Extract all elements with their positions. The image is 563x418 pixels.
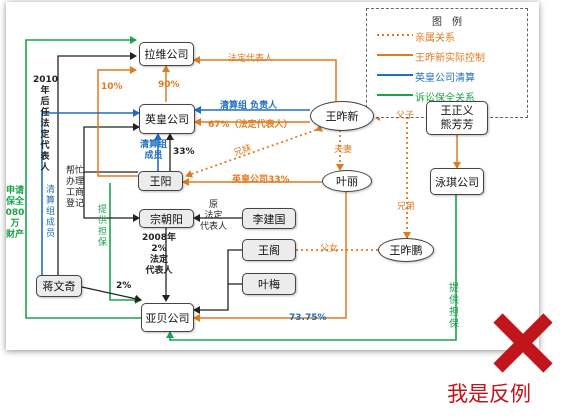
label-pct-10: 10% xyxy=(101,82,123,92)
edge-black-wangyang-yinghuang-left xyxy=(83,123,140,173)
label-liquidation-head: 清算组 负责人 xyxy=(220,101,278,111)
edge-green-preserve-left xyxy=(25,36,178,319)
node-zongshuoyang: 宗朝阳 xyxy=(139,209,194,228)
node-wangzhengyi-xiongfangfang: 王正义 熊芳芳 xyxy=(426,101,488,135)
label-pct-90: 90% xyxy=(158,80,180,90)
edge-orange-yeli-yabei xyxy=(193,192,347,322)
node-lijianguo: 李建国 xyxy=(242,208,296,229)
legend-item-liquidation: 英皇公司清算 xyxy=(415,73,475,84)
red-x-mark-icon xyxy=(493,313,553,373)
counter-example-label: 我是反例 xyxy=(447,382,531,406)
legend-item-kinship: 亲属关系 xyxy=(415,33,455,44)
node-yinghuang: 英皇公司 xyxy=(139,104,195,134)
node-yabei: 亚贝公司 xyxy=(141,303,194,332)
node-yeli: 叶丽 xyxy=(322,170,372,192)
label-liquidation-member-vertical: 清 算 组 成 员 xyxy=(46,185,56,239)
node-jiangwenqi: 蒋文奇 xyxy=(36,275,82,297)
edge-green-yongqi-yabei xyxy=(166,195,457,341)
edge-black-help-register xyxy=(83,172,140,222)
edge-black-wangge-yabei xyxy=(193,249,242,314)
edge-green-wangyang-yabei xyxy=(109,183,142,304)
legend-title: 图 例 xyxy=(432,17,462,28)
label-father-daughter: 父女 xyxy=(320,244,339,254)
edge-black-jiang-lawei xyxy=(57,52,137,275)
label-pct-67: 67%（法定代表人） xyxy=(208,120,293,130)
legend-swatches xyxy=(377,34,413,96)
edge-orange-wy-lawei xyxy=(97,66,138,177)
label-father-son: 父子 xyxy=(396,111,415,121)
label-pct-33: 33% xyxy=(173,147,195,157)
node-wangzuoxin: 王昨新 xyxy=(310,101,374,131)
edge-orange-wzx-lawei xyxy=(193,56,337,103)
node-yemei: 叶梅 xyxy=(242,273,296,295)
label-legal-rep-lawei: 法定代表人 xyxy=(228,54,274,64)
legend: 图 例 亲属关系 王昨新实际控制 英皇公司清算 诉讼保全关系 xyxy=(366,8,528,118)
label-legal-2008: 2008年 2% 法定 代表人 xyxy=(142,233,177,276)
node-wangge: 王阁 xyxy=(242,239,296,261)
label-help-register: 帮忙 办理 工商 登记 xyxy=(66,166,85,209)
label-liquidation-member: 清算组 成员 xyxy=(140,140,168,161)
label-pct-2: 2% xyxy=(116,281,132,291)
edge-black-jiang-yabei xyxy=(81,286,142,303)
label-brothers: 兄弟 xyxy=(397,202,416,212)
node-yongqi: 泳琪公司 xyxy=(430,168,484,195)
label-couple: 夫妻 xyxy=(334,145,353,155)
legend-item-control: 王昨新实际控制 xyxy=(415,53,485,64)
label-guarantee-right: 提 供 担 保 xyxy=(449,283,459,330)
label-guarantee-left: 提 供 担 保 xyxy=(98,205,108,248)
node-wangzuopeng: 王昨鹏 xyxy=(378,238,434,262)
label-apply-preserve: 申请 保全 080万 财产 xyxy=(5,186,25,240)
node-lawei: 拉维公司 xyxy=(139,42,194,66)
legend-item-preservation: 诉讼保全关系 xyxy=(415,93,475,104)
label-pct-7375: 73.75% xyxy=(289,313,327,323)
edge-blue-jiang-yh xyxy=(41,109,140,275)
node-wangyang: 王阳 xyxy=(138,171,183,191)
label-former-legal: 原 法定 代表人 xyxy=(200,200,228,232)
label-yinghuang-33: 英皇公司33% xyxy=(232,175,290,185)
label-after-2010: 2010年 后 任 法 定 代 表 人 xyxy=(33,75,59,173)
